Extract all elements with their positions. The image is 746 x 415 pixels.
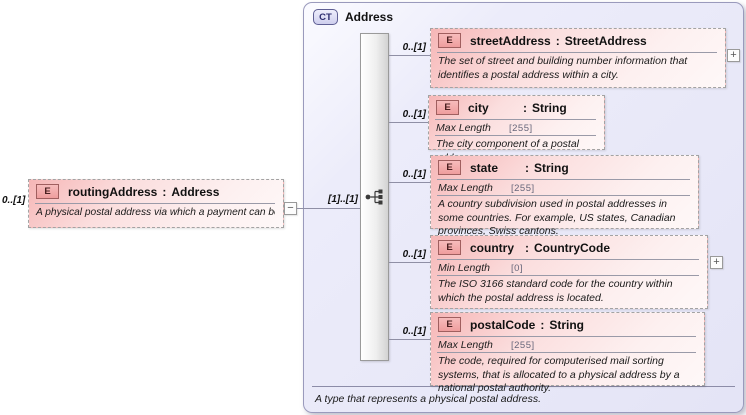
element-header: E city : String xyxy=(429,96,604,119)
facet-row: Max Length [255] xyxy=(435,119,596,135)
complex-type-badge-icon: CT xyxy=(313,9,338,25)
cardinality-state: 0..[1] xyxy=(402,169,426,180)
complex-type-description: A type that represents a physical postal… xyxy=(315,393,542,405)
element-state[interactable]: E state : String Max Length [255] A coun… xyxy=(430,155,699,237)
sequence-cardinality-label: [1]..[1] xyxy=(328,194,358,205)
facet-label: Max Length xyxy=(438,339,493,351)
element-badge-icon: E xyxy=(438,240,461,255)
element-description: The code, required for computerised mail… xyxy=(437,352,696,398)
element-name: streetAddress xyxy=(470,33,551,48)
complex-type-header: CT Address xyxy=(313,9,393,25)
connector-country xyxy=(389,262,430,263)
connector-state xyxy=(389,182,430,183)
element-name: country xyxy=(470,240,515,255)
facet-row: Min Length [0] xyxy=(437,259,699,275)
connector-city xyxy=(389,122,428,123)
element-routingaddress[interactable]: E routingAddress : Address A physical po… xyxy=(28,179,284,228)
facet-label: Max Length xyxy=(438,182,493,194)
sequence-icon xyxy=(365,189,382,205)
element-country[interactable]: E country : CountryCode Min Length [0] T… xyxy=(430,235,708,309)
expand-toggle-country[interactable]: + xyxy=(710,256,723,269)
expand-toggle-streetaddress[interactable]: + xyxy=(727,49,740,62)
element-city[interactable]: E city : String Max Length [255] The cit… xyxy=(428,95,605,164)
element-type: StreetAddress xyxy=(564,33,647,48)
element-header: E routingAddress : Address xyxy=(29,180,283,203)
element-header: E country : CountryCode xyxy=(431,236,707,259)
colon-separator: : xyxy=(162,184,167,199)
facet-value: [0] xyxy=(511,263,524,274)
element-badge-icon: E xyxy=(438,317,461,332)
colon-separator: : xyxy=(523,100,527,115)
element-postalcode[interactable]: E postalCode : String Max Length [255] T… xyxy=(430,312,705,394)
facet-label: Min Length xyxy=(438,262,490,274)
colon-separator: : xyxy=(555,33,560,48)
colon-separator: : xyxy=(525,240,529,255)
element-badge-icon: E xyxy=(438,160,461,175)
colon-separator: : xyxy=(540,317,545,332)
connector-root xyxy=(297,208,304,209)
facet-value: [255] xyxy=(511,340,535,351)
footer-divider xyxy=(312,386,735,387)
element-name: city xyxy=(468,100,489,115)
cardinality-postalcode: 0..[1] xyxy=(402,326,426,337)
element-name: postalCode xyxy=(470,317,536,332)
element-description: A physical postal address via which a pa… xyxy=(35,203,275,221)
element-type: CountryCode xyxy=(534,240,610,255)
complex-type-title: Address xyxy=(345,10,394,24)
cardinality-streetaddress: 0..[1] xyxy=(402,42,426,53)
facet-value: [255] xyxy=(509,123,533,134)
element-badge-icon: E xyxy=(438,33,461,48)
element-header: E postalCode : String xyxy=(431,313,704,336)
connector-streetaddress xyxy=(389,55,430,56)
element-description: The ISO 3166 standard code for the count… xyxy=(437,275,699,307)
facet-label: Max Length xyxy=(436,122,491,134)
element-header: E streetAddress : StreetAddress xyxy=(431,29,725,52)
element-badge-icon: E xyxy=(36,184,59,199)
element-badge-icon: E xyxy=(436,100,459,115)
element-description: The set of street and building number in… xyxy=(437,52,717,84)
element-type: String xyxy=(549,317,585,332)
facet-row: Max Length [255] xyxy=(437,336,696,352)
facet-row: Max Length [255] xyxy=(437,179,690,195)
element-name: routingAddress xyxy=(68,184,158,199)
root-cardinality-label: 0..[1] xyxy=(2,195,26,206)
element-type: String xyxy=(532,100,567,115)
sequence-compositor[interactable] xyxy=(360,33,389,361)
element-type: String xyxy=(534,160,569,175)
element-header: E state : String xyxy=(431,156,698,179)
collapse-toggle[interactable]: − xyxy=(284,202,297,215)
element-type: Address xyxy=(171,184,220,199)
cardinality-city: 0..[1] xyxy=(402,109,426,120)
cardinality-country: 0..[1] xyxy=(402,249,426,260)
element-description: A country subdivision used in postal add… xyxy=(437,195,690,241)
connector-postalcode xyxy=(389,339,430,340)
facet-value: [255] xyxy=(511,183,535,194)
element-name: state xyxy=(470,160,499,175)
element-streetaddress[interactable]: E streetAddress : StreetAddress The set … xyxy=(430,28,726,88)
colon-separator: : xyxy=(525,160,529,175)
connector-to-sequence xyxy=(304,208,360,209)
